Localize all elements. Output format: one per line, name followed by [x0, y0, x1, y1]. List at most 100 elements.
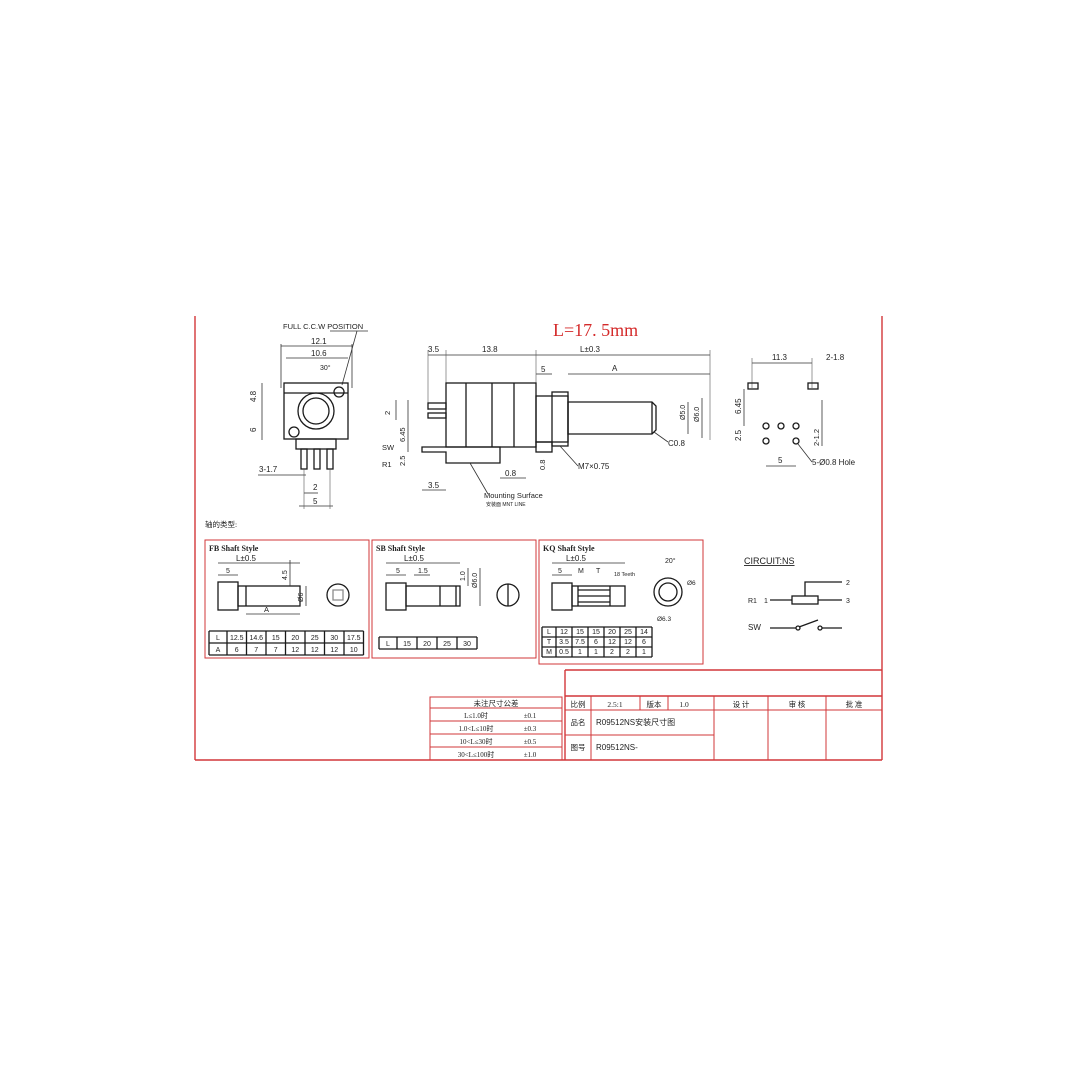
circuit-diagram: CIRCUIT:NS R1 1 3 2 SW	[744, 556, 850, 632]
mounting-surface: Mounting Surface	[484, 491, 543, 500]
sb-cell: 15	[403, 641, 411, 648]
kq-head-1: T	[547, 639, 552, 646]
tolerance-value: ±0.3	[524, 725, 537, 733]
dim-2-5: 2.5	[398, 456, 407, 466]
dim-phi5: Ø5.0	[680, 405, 687, 420]
sb-dim-1-0: 1.0	[460, 571, 467, 581]
label-r1: R1	[382, 460, 392, 469]
tolerance-range: 1.0<L≤10时	[459, 724, 494, 733]
kq-cell: 15	[576, 629, 584, 636]
dim-3-5-b: 3.5	[428, 481, 440, 490]
dim-holes: 5-Ø0.8 Hole	[812, 458, 856, 467]
kq-title: KQ Shaft Style	[543, 544, 595, 553]
front-view: FULL C.C.W POSITION 12.1 10.6 30° 4.8 6 …	[249, 322, 368, 509]
side-view: 3.5 13.8 L±0.3 5 A Ø5.0 Ø6.0 C0.	[382, 345, 711, 508]
kq-cell: 2	[610, 649, 614, 656]
dim-pcb-5: 5	[778, 456, 783, 465]
dim-2-1-2: 2-1.2	[812, 429, 821, 446]
title-block: 比例 2.5:1 版本 1.0 设 计 审 核 批 准 品名 R09512NS安…	[565, 696, 882, 760]
dim-l-tol: L±0.3	[580, 345, 601, 354]
version-value: 1.0	[679, 700, 689, 709]
kq-cell: 12	[560, 629, 568, 636]
kq-cell: 14	[640, 629, 648, 636]
circuit-pin3: 3	[846, 598, 850, 605]
kq-cell: 1	[578, 649, 582, 656]
drawing-no: R09512NS-	[596, 743, 638, 752]
dim-thread: M7×0.75	[578, 462, 610, 471]
fb-cell: 30	[330, 635, 338, 642]
dim-6-45: 6.45	[398, 427, 407, 442]
circuit-pin1: 1	[764, 598, 768, 605]
fb-cell: 12	[311, 647, 319, 654]
circuit-title: CIRCUIT:NS	[744, 556, 795, 566]
design-label: 设 计	[733, 699, 750, 709]
dim-5: 5	[541, 365, 546, 374]
dim-pins: 3-1.7	[259, 465, 278, 474]
dim-a: A	[612, 364, 618, 373]
fb-l-tol: L±0.5	[236, 554, 257, 563]
review-label: 审 核	[789, 699, 806, 709]
dim-2-1-8: 2-1.8	[826, 353, 845, 362]
kq-cell: 12	[608, 639, 616, 646]
fb-cell: 17.5	[347, 635, 361, 642]
dim-pitch-2: 2	[313, 483, 318, 492]
dim-4-8: 4.8	[249, 390, 258, 402]
fb-cell: 12	[330, 647, 338, 654]
sb-dim-1-5: 1.5	[418, 568, 428, 575]
scale-value: 2.5:1	[607, 700, 622, 709]
fb-cell: 15	[272, 635, 280, 642]
kq-l-tol: L±0.5	[566, 554, 587, 563]
shaft-types-label: 轴的类型:	[205, 519, 237, 529]
sb-cell: 25	[443, 641, 451, 648]
dim-pitch-5: 5	[313, 497, 318, 506]
pcb-view: 11.3 2-1.8 6.45 2.5 2-1.2 5 5-Ø0.8 Hole	[734, 353, 856, 467]
tolerance-value: ±0.1	[524, 712, 537, 720]
fb-cell: 10	[350, 647, 358, 654]
tolerance-value: ±1.0	[524, 751, 537, 759]
dim-c0-8: C0.8	[668, 439, 685, 448]
circuit-r1: R1	[748, 598, 757, 605]
tolerance-block: 未注尺寸公差 L≤1.0时±0.11.0<L≤10时±0.310<L≤30时±0…	[429, 696, 563, 761]
kq-cell: 2	[626, 649, 630, 656]
kq-cell: 0.5	[559, 649, 569, 656]
dim-0-8-b: 0.8	[538, 460, 547, 470]
kq-head-2: M	[546, 649, 552, 656]
mounting-sub: 安装面 MNT LINE	[486, 501, 526, 508]
kq-head-0: L	[547, 629, 551, 636]
fb-head-0: L	[216, 635, 220, 642]
dim-13-8: 13.8	[482, 345, 498, 354]
dim-11-3: 11.3	[772, 353, 788, 362]
fb-cell: 20	[291, 635, 299, 642]
tolerance-header: 未注尺寸公差	[474, 698, 519, 708]
kq-dim-t: T	[596, 568, 601, 575]
sb-cell: 30	[463, 641, 471, 648]
kq-cell: 1	[642, 649, 646, 656]
fb-cell: 12.5	[230, 635, 244, 642]
sb-title: SB Shaft Style	[376, 544, 425, 553]
fb-cell: 7	[274, 647, 278, 654]
kq-cell: 25	[624, 629, 632, 636]
sb-dim-5: 5	[396, 568, 400, 575]
kq-cell: 20	[608, 629, 616, 636]
sb-cell: 20	[423, 641, 431, 648]
fb-cell: 6	[235, 647, 239, 654]
dim-angle-30: 30°	[320, 364, 331, 372]
kq-cell: 7.5	[575, 639, 585, 646]
scale-label: 比例	[571, 699, 586, 709]
label-sw: SW	[382, 443, 395, 452]
circuit-sw: SW	[748, 623, 761, 632]
fb-cell: 12	[291, 647, 299, 654]
drawing-no-label: 图号	[571, 743, 586, 752]
fb-cell: 25	[311, 635, 319, 642]
full-ccw-label: FULL C.C.W POSITION	[283, 322, 363, 331]
version-label: 版本	[647, 699, 662, 709]
kq-phi6-3: Ø6.3	[657, 616, 671, 623]
dim-0-8-a: 0.8	[505, 469, 517, 478]
dim-2: 2	[383, 411, 392, 415]
fb-head-1: A	[216, 647, 221, 654]
